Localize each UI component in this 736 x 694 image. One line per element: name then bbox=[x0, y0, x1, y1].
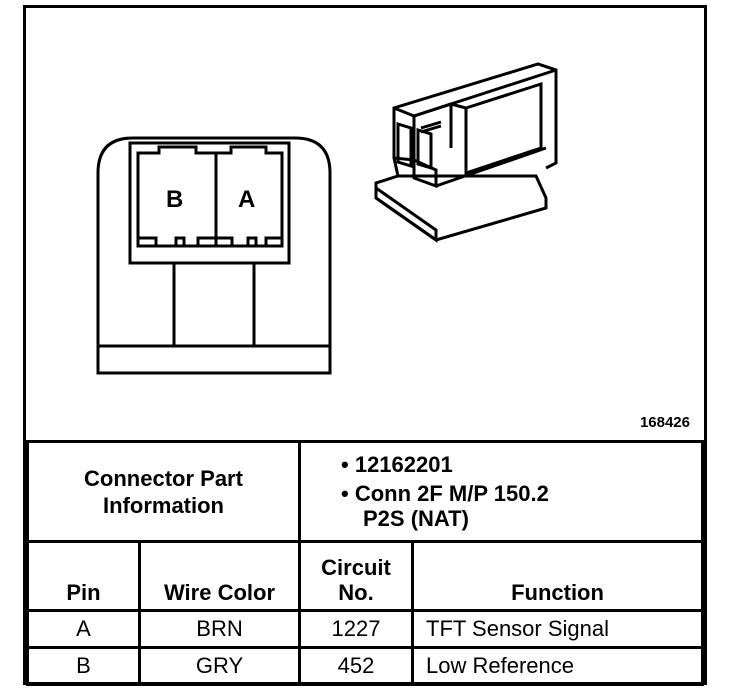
header-circuit-line2: No. bbox=[338, 580, 374, 605]
part-info-label-line2: Information bbox=[103, 492, 224, 518]
description-line2: P2S (NAT) bbox=[363, 506, 469, 531]
connector-drawing: B A 168426 bbox=[26, 8, 704, 440]
connector-diagram-frame: B A 168426 Connector Part Information • … bbox=[23, 5, 707, 686]
row-pin: A bbox=[26, 609, 141, 649]
row-circuit: 452 bbox=[298, 646, 414, 686]
pin-b-label: B bbox=[166, 186, 184, 213]
row-pin: B bbox=[26, 646, 141, 686]
row-wire-color: GRY bbox=[138, 646, 301, 686]
table-row: A BRN 1227 TFT Sensor Signal bbox=[26, 609, 704, 649]
header-circuit-line1: Circuit bbox=[321, 555, 391, 580]
header-function: Function bbox=[411, 540, 704, 612]
row-function: TFT Sensor Signal bbox=[411, 609, 704, 649]
header-wire-color: Wire Color bbox=[138, 540, 301, 612]
row-wire-color: BRN bbox=[138, 609, 301, 649]
header-pin: Pin bbox=[26, 540, 141, 612]
description-line1: Conn 2F M/P 150.2 bbox=[354, 481, 549, 506]
part-number: 12162201 bbox=[354, 452, 453, 477]
connector-info-table: Connector Part Information • 12162201 • … bbox=[26, 440, 704, 686]
part-info-row: Connector Part Information • 12162201 • … bbox=[26, 440, 704, 543]
table-row: B GRY 452 Low Reference bbox=[26, 646, 704, 686]
row-circuit: 1227 bbox=[298, 609, 414, 649]
part-info-label-line1: Connector Part bbox=[84, 465, 243, 491]
figure-id: 168426 bbox=[639, 414, 690, 431]
connector-part-info-label: Connector Part Information bbox=[26, 440, 301, 543]
pin-a-label: A bbox=[238, 186, 256, 213]
row-function: Low Reference bbox=[411, 646, 704, 686]
connector-face-view bbox=[96, 62, 558, 375]
part-number-line: • 12162201 bbox=[341, 452, 453, 477]
